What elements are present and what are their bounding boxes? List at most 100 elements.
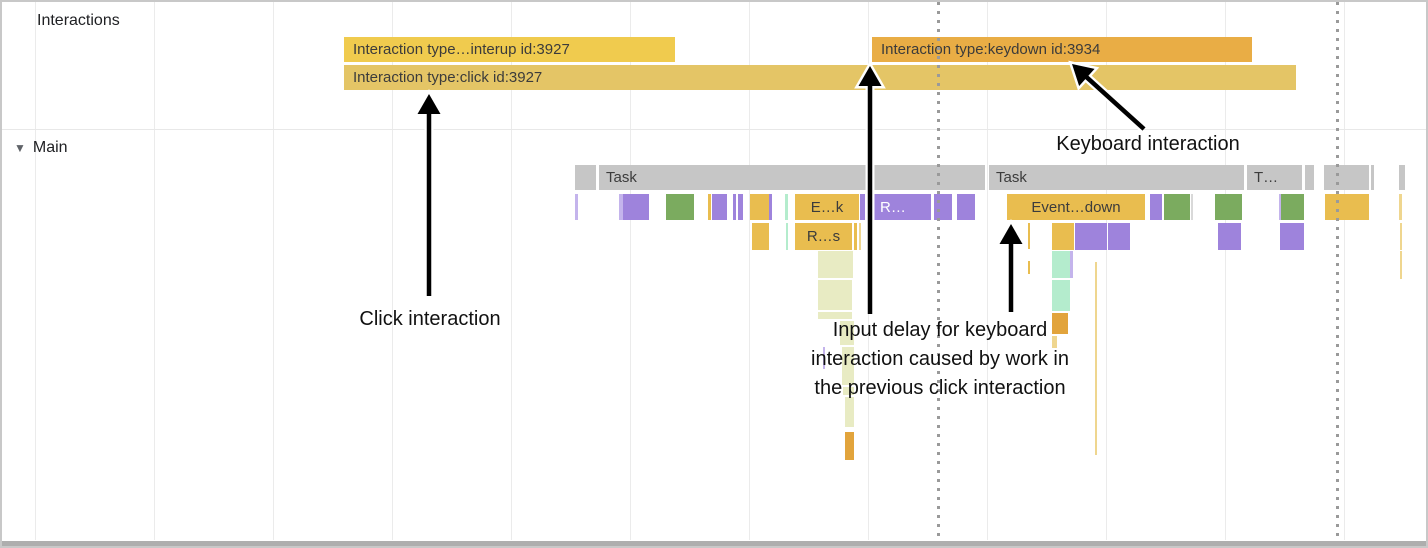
main-track-label: Main bbox=[32, 139, 68, 156]
gridline bbox=[1225, 2, 1226, 540]
flame-bar-label: T… bbox=[1254, 169, 1279, 186]
gridline bbox=[511, 2, 512, 540]
gridline bbox=[987, 2, 988, 540]
flame-bar[interactable] bbox=[1075, 223, 1107, 250]
flame-bar[interactable] bbox=[769, 194, 772, 220]
interactions-track-label: Interactions bbox=[37, 12, 120, 29]
flame-bar[interactable] bbox=[845, 432, 854, 460]
flame-bar[interactable] bbox=[818, 312, 852, 319]
interaction-bar-label: Interaction type…interup id:3927 bbox=[353, 41, 570, 58]
flame-bar[interactable] bbox=[619, 194, 623, 220]
flame-bar[interactable] bbox=[1191, 194, 1193, 220]
flame-bar[interactable] bbox=[840, 321, 854, 345]
gridline bbox=[1106, 2, 1107, 540]
dotted-guide-line bbox=[1336, 2, 1339, 540]
flame-bar[interactable] bbox=[708, 194, 711, 220]
flame-bar[interactable] bbox=[575, 165, 596, 190]
flame-bar[interactable] bbox=[1070, 251, 1073, 278]
flame-bar[interactable] bbox=[786, 223, 788, 250]
flame-bar[interactable] bbox=[823, 347, 825, 369]
flame-bar-label: Task bbox=[606, 169, 637, 186]
input-delay-line-1: Input delay for keyboard bbox=[832, 319, 1048, 341]
collapse-triangle-icon[interactable]: ▼ bbox=[14, 141, 26, 155]
input-delay-long-arrow bbox=[854, 60, 886, 314]
flame-bar[interactable] bbox=[1400, 223, 1402, 250]
flame-bar[interactable] bbox=[1052, 313, 1068, 334]
flame-bar[interactable] bbox=[818, 251, 853, 278]
flame-bar[interactable] bbox=[1052, 251, 1070, 278]
flame-bar[interactable] bbox=[859, 223, 861, 250]
flame-bar[interactable] bbox=[1215, 194, 1242, 220]
flame-bar[interactable] bbox=[1164, 194, 1190, 220]
flame-bar-eventdown[interactable]: Event…down bbox=[1007, 194, 1145, 220]
flame-bar[interactable] bbox=[1399, 194, 1402, 220]
track-divider bbox=[2, 129, 1426, 130]
flame-bar[interactable] bbox=[1325, 194, 1369, 220]
flame-bar[interactable] bbox=[1399, 165, 1405, 190]
flame-bar[interactable] bbox=[872, 165, 985, 190]
click-interaction-annotation: Click interaction bbox=[359, 308, 501, 330]
gridline bbox=[1344, 2, 1345, 540]
gridline bbox=[35, 2, 36, 540]
flame-bar[interactable] bbox=[1052, 223, 1074, 250]
dotted-guide-line bbox=[937, 2, 940, 540]
flame-bar[interactable] bbox=[733, 194, 736, 220]
input-delay-line-2: interaction caused by work in bbox=[811, 348, 1069, 370]
input-delay-line-3: the previous click interaction bbox=[814, 377, 1066, 399]
flame-bar[interactable] bbox=[752, 223, 769, 250]
flame-bar[interactable] bbox=[818, 280, 852, 310]
flame-bar-task[interactable]: Task bbox=[989, 165, 1244, 190]
click-interaction-arrow bbox=[413, 88, 445, 296]
flame-bar[interactable] bbox=[842, 347, 854, 385]
flame-bar[interactable] bbox=[575, 194, 578, 220]
input-delay-annotation: Input delay for keyboard interaction cau… bbox=[811, 316, 1069, 403]
flame-bar[interactable] bbox=[1108, 223, 1130, 250]
flame-bar[interactable] bbox=[843, 387, 854, 395]
flame-bar[interactable] bbox=[1305, 165, 1314, 190]
interaction-bar-label: Interaction type:keydown id:3934 bbox=[881, 41, 1101, 58]
flame-bar[interactable] bbox=[1324, 165, 1369, 190]
flame-bar[interactable] bbox=[750, 194, 769, 220]
flame-bar-label: R… bbox=[880, 198, 906, 216]
gridline bbox=[392, 2, 393, 540]
flame-bar-ek[interactable]: E…k bbox=[795, 194, 859, 220]
keyboard-interaction-annotation: Keyboard interaction bbox=[1056, 133, 1240, 155]
flame-bar[interactable] bbox=[712, 194, 727, 220]
flame-bar[interactable] bbox=[854, 223, 857, 250]
flame-bar[interactable] bbox=[1371, 165, 1374, 190]
gridline bbox=[749, 2, 750, 540]
flame-bar[interactable] bbox=[623, 194, 649, 220]
flame-bar-label: Event…down bbox=[1031, 198, 1121, 216]
flame-bar-t[interactable]: T… bbox=[1247, 165, 1302, 190]
flame-bar-r[interactable]: R… bbox=[873, 194, 931, 220]
interaction-click-bar[interactable]: Interaction type:click id:3927 bbox=[344, 65, 1296, 90]
main-track-header[interactable]: ▼ Main bbox=[14, 139, 68, 157]
flame-bar[interactable] bbox=[1052, 336, 1057, 348]
flame-bar[interactable] bbox=[860, 194, 865, 220]
flame-bar[interactable] bbox=[1028, 261, 1030, 274]
interaction-pointerup-bar[interactable]: Interaction type…interup id:3927 bbox=[344, 37, 675, 62]
flame-bar[interactable] bbox=[1150, 194, 1162, 220]
flame-bar[interactable] bbox=[666, 194, 694, 220]
flame-bar[interactable] bbox=[1095, 262, 1097, 455]
flame-bar[interactable] bbox=[1281, 194, 1304, 220]
flame-bar[interactable] bbox=[785, 194, 788, 220]
flame-bar-rs[interactable]: R…s bbox=[795, 223, 852, 250]
flame-bar-label: E…k bbox=[810, 198, 844, 216]
flame-bar[interactable] bbox=[957, 194, 975, 220]
horizontal-scrollbar[interactable] bbox=[2, 541, 1426, 546]
interaction-bar-label: Interaction type:click id:3927 bbox=[353, 69, 543, 86]
interaction-keydown-bar[interactable]: Interaction type:keydown id:3934 bbox=[872, 37, 1252, 62]
flame-bar-task[interactable]: Task bbox=[599, 165, 869, 190]
flame-bar[interactable] bbox=[1280, 223, 1304, 250]
flame-bar[interactable] bbox=[845, 397, 854, 427]
gridline bbox=[273, 2, 274, 540]
flame-bar[interactable] bbox=[1218, 223, 1241, 250]
flame-bar[interactable] bbox=[738, 194, 743, 220]
flame-bar[interactable] bbox=[1400, 251, 1402, 279]
flame-bar[interactable] bbox=[1052, 280, 1070, 311]
flame-bar[interactable] bbox=[1279, 194, 1281, 220]
gridline bbox=[154, 2, 155, 540]
flame-bar[interactable] bbox=[1028, 223, 1030, 249]
